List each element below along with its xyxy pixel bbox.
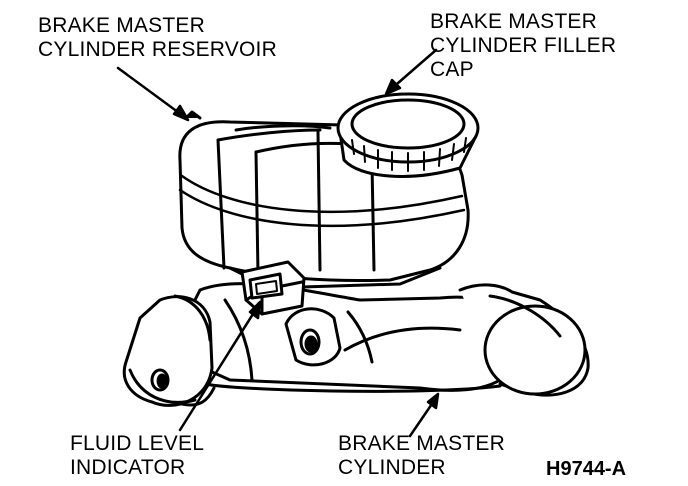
master-cylinder-body bbox=[193, 282, 512, 393]
label-reservoir: BRAKE MASTER CYLINDER RESERVOIR bbox=[38, 14, 277, 62]
label-fluid-level-indicator: FLUID LEVEL INDICATOR bbox=[70, 432, 204, 480]
label-master-cylinder: BRAKE MASTER CYLINDER bbox=[338, 432, 505, 480]
label-filler-cap: BRAKE MASTER CYLINDER FILLER CAP bbox=[430, 10, 616, 82]
label-fluid-level-line-2: INDICATOR bbox=[70, 456, 186, 479]
label-fluid-level-line-1: FLUID LEVEL bbox=[70, 432, 205, 455]
label-master-cylinder-line-2: CYLINDER bbox=[338, 456, 446, 479]
label-reservoir-line-2: CYLINDER RESERVOIR bbox=[38, 38, 277, 61]
label-filler-cap-line-1: BRAKE MASTER bbox=[430, 10, 597, 33]
left-mounting-flange bbox=[122, 294, 216, 407]
filler-cap bbox=[336, 92, 480, 178]
reservoir-tank bbox=[178, 110, 470, 290]
label-filler-cap-line-2: CYLINDER FILLER bbox=[430, 34, 617, 57]
label-master-cylinder-line-1: BRAKE MASTER bbox=[338, 432, 505, 455]
figure-id: H9744-A bbox=[546, 458, 627, 480]
label-reservoir-line-1: BRAKE MASTER bbox=[38, 14, 205, 37]
label-filler-cap-line-3: CAP bbox=[430, 58, 474, 81]
fluid-level-indicator-sensor bbox=[240, 260, 306, 316]
center-mounting-boss bbox=[284, 307, 342, 367]
cylinder-right-end bbox=[458, 283, 590, 397]
leader-lines bbox=[116, 48, 440, 438]
